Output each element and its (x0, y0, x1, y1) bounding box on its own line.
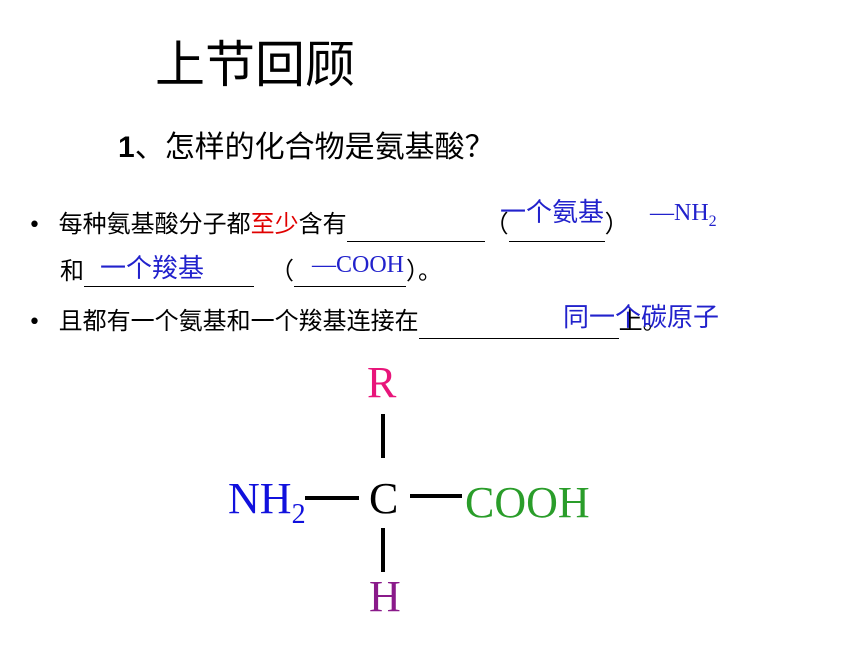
answer-nh2-base: —NH (650, 200, 709, 226)
statement1-line1: • 每种氨基酸分子都至少含有 （ ） (28, 208, 629, 242)
structure-nh2-base: NH (228, 474, 292, 523)
slide-title: 上节回顾 (155, 36, 355, 94)
answer-nh2: —NH2 (650, 200, 717, 231)
blank-amino (346, 215, 485, 242)
statement2-text: 且都有一个氨基和一个羧基连接在 (58, 307, 419, 335)
structure-nh2-subscript: 2 (291, 498, 306, 530)
answer-amino-group: 一个氨基 (500, 198, 605, 228)
question-text: 怎样的化合物是氨基酸？ (164, 130, 495, 165)
paren-close-1: ） (604, 210, 629, 238)
statement1-text-a: 每种氨基酸分子都 (58, 210, 251, 238)
answer-carboxyl-group: 一个羧基 (100, 254, 205, 284)
question-separator: 、 (134, 130, 165, 165)
bond-c-cooh (410, 494, 462, 498)
emphasis-at-least: 至少 (250, 210, 299, 238)
statement1-text-b: 含有 (298, 210, 347, 238)
question-number: 1 (118, 131, 135, 164)
statement1-end: 。 (418, 257, 442, 285)
answer-nh2-subscript: 2 (708, 212, 717, 230)
paren-close-2: ） (406, 257, 418, 285)
blank-cooh (294, 260, 406, 287)
bullet-2: • (28, 310, 41, 335)
structure-r-group: R (367, 358, 397, 407)
structure-carboxyl-group: COOH (465, 478, 590, 527)
statement1-and: 和 (60, 257, 84, 285)
answer-same-carbon: 同一个碳原子 (563, 303, 720, 333)
structure-amino-group: NH2 (228, 474, 306, 540)
statement1-line2: 和 （ ）。 (60, 255, 442, 287)
paren-open-1: （ (484, 210, 509, 238)
structure-central-carbon: C (369, 474, 399, 523)
question-heading: 1、怎样的化合物是氨基酸？ (118, 128, 495, 168)
bond-c-r (381, 414, 385, 458)
bond-c-h (381, 528, 385, 572)
bond-nh2-c (305, 496, 359, 500)
bullet-1: • (28, 213, 41, 238)
blank-nh2 (508, 215, 605, 242)
blank-carboxyl (84, 260, 254, 287)
paren-open-2: （ (270, 257, 294, 285)
answer-cooh: —COOH (312, 252, 405, 278)
structure-hydrogen: H (369, 572, 401, 621)
blank-same-carbon (418, 312, 619, 339)
statement2-line: • 且都有一个氨基和一个羧基连接在 上。 (28, 305, 667, 339)
statement2-end: 上。 (618, 307, 667, 335)
